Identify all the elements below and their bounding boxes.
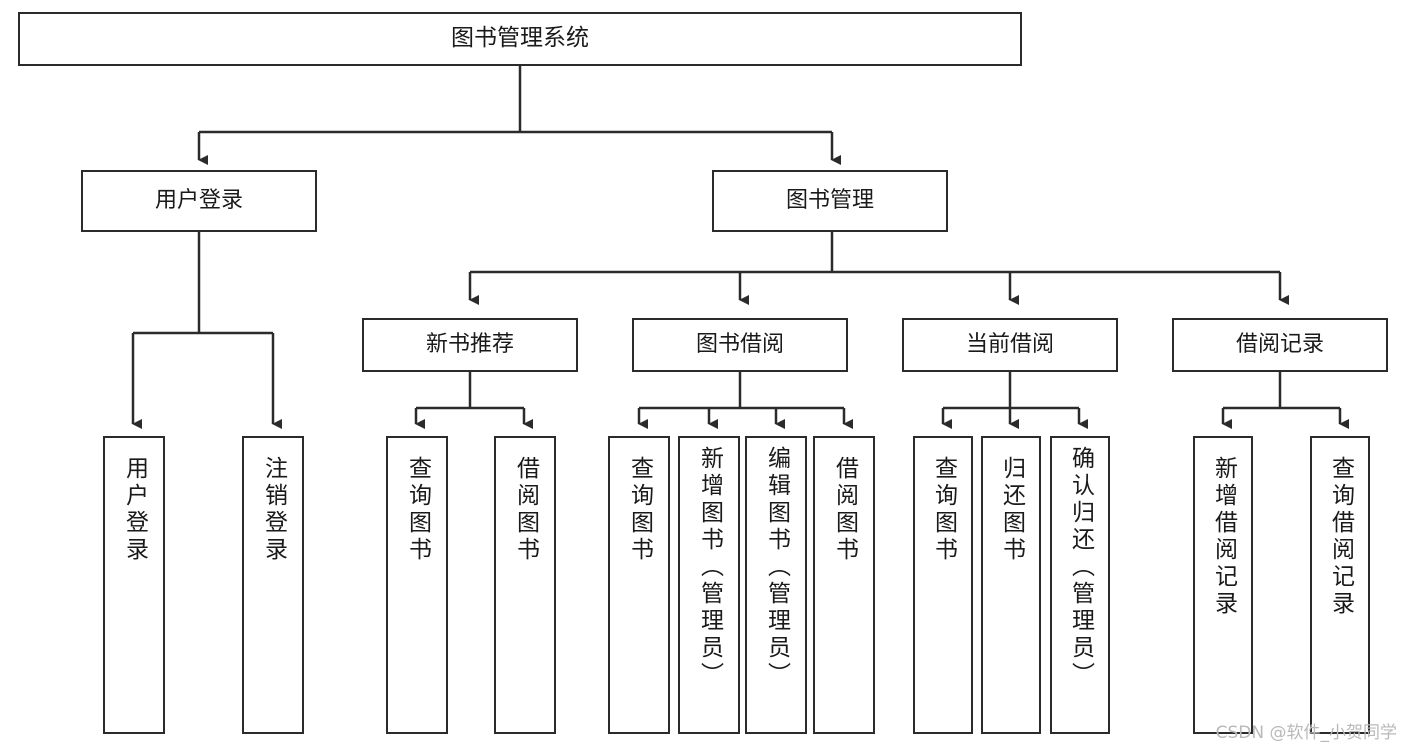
node-label: 借阅图书 [512, 456, 539, 564]
leaf-current-query-book[interactable]: 查询图书 [913, 436, 973, 734]
node-book-borrow[interactable]: 图书借阅 [632, 318, 848, 372]
leaf-borrow-edit-book-admin[interactable]: 编辑图书（管理员） [745, 436, 807, 734]
node-label: 编辑图书（管理员） [763, 446, 790, 689]
node-current-borrow[interactable]: 当前借阅 [902, 318, 1118, 372]
node-label: 用户登录 [154, 188, 243, 214]
node-label: 图书管理 [785, 188, 874, 214]
node-label: 查询图书 [626, 456, 653, 564]
leaf-current-return-book[interactable]: 归还图书 [981, 436, 1041, 734]
node-label: 用户登录 [121, 456, 148, 564]
node-new-book-recommend[interactable]: 新书推荐 [362, 318, 578, 372]
leaf-records-query-record[interactable]: 查询借阅记录 [1310, 436, 1370, 734]
leaf-user-login-login[interactable]: 用户登录 [103, 436, 165, 734]
leaf-borrow-add-book-admin[interactable]: 新增图书（管理员） [678, 436, 740, 734]
node-label: 确认归还（管理员） [1067, 446, 1094, 689]
node-label: 借阅图书 [831, 456, 858, 564]
leaf-borrow-borrow-book[interactable]: 借阅图书 [813, 436, 875, 734]
node-label: 注销登录 [260, 456, 287, 564]
node-user-login[interactable]: 用户登录 [81, 170, 317, 232]
node-book-management[interactable]: 图书管理 [712, 170, 948, 232]
node-label: 查询借阅记录 [1327, 456, 1354, 618]
leaf-borrow-query-book[interactable]: 查询图书 [608, 436, 670, 734]
node-label: 新书推荐 [425, 332, 514, 358]
node-borrow-records[interactable]: 借阅记录 [1172, 318, 1388, 372]
node-label: 当前借阅 [965, 332, 1054, 358]
leaf-new-book-query[interactable]: 查询图书 [386, 436, 448, 734]
node-label: 归还图书 [998, 456, 1025, 564]
node-label: 查询图书 [930, 456, 957, 564]
leaf-new-book-borrow[interactable]: 借阅图书 [494, 436, 556, 734]
node-label: 新增图书（管理员） [696, 446, 723, 689]
leaf-current-confirm-return-admin[interactable]: 确认归还（管理员） [1050, 436, 1110, 734]
node-label: 图书管理系统 [451, 25, 589, 52]
node-label: 借阅记录 [1235, 332, 1324, 358]
leaf-records-add-record[interactable]: 新增借阅记录 [1193, 436, 1253, 734]
node-label: 查询图书 [404, 456, 431, 564]
leaf-user-login-logout[interactable]: 注销登录 [242, 436, 304, 734]
node-root-system[interactable]: 图书管理系统 [18, 12, 1022, 66]
node-label: 图书借阅 [695, 332, 784, 358]
node-label: 新增借阅记录 [1210, 456, 1237, 618]
